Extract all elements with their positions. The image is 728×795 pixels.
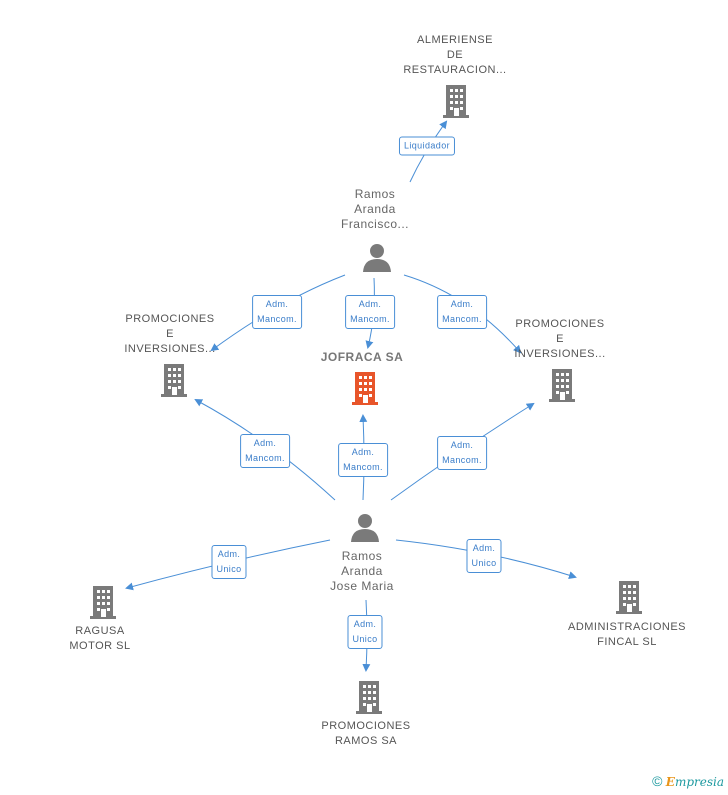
node-label-promo-right[interactable]: PROMOCIONES E INVERSIONES... (514, 318, 606, 360)
node-label-admin[interactable]: ADMINISTRACIONES FINCAL SL (567, 621, 686, 648)
edge-label-jose-center[interactable]: Adm. Mancom. (338, 443, 388, 477)
building-icon[interactable] (354, 680, 384, 714)
building-icon-focus[interactable] (350, 371, 380, 405)
node-label-promo-left[interactable]: PROMOCIONES E INVERSIONES... (124, 313, 216, 355)
edge-label-jose-left[interactable]: Adm. Mancom. (240, 434, 290, 468)
building-icon[interactable] (614, 580, 644, 614)
node-label-francisco[interactable]: Ramos Aranda Francisco... (340, 187, 409, 231)
building-icon[interactable] (88, 585, 118, 619)
edge-label-jose-ragusa[interactable]: Adm. Unico (211, 545, 247, 579)
person-icon[interactable] (350, 512, 380, 542)
edge-label-jose-ramos[interactable]: Adm. Unico (347, 615, 383, 649)
brand-logo-e: E (665, 775, 675, 789)
node-label-ragusa[interactable]: RAGUSA MOTOR SL (69, 625, 131, 652)
brand-footer: © Empresia (652, 773, 724, 789)
node-label-jofraca[interactable]: JOFRACA SA (320, 350, 404, 364)
node-label-jose[interactable]: Ramos Aranda Jose Maria (330, 549, 394, 593)
building-icon[interactable] (547, 368, 577, 402)
edge-label-francisco-center[interactable]: Adm. Mancom. (345, 295, 395, 329)
edge-label-jose-right[interactable]: Adm. Mancom. (437, 436, 487, 470)
edge-label-jose-admin[interactable]: Adm. Unico (466, 539, 502, 573)
building-icon[interactable] (159, 363, 189, 397)
node-label-almeriense[interactable]: ALMERIENSE DE RESTAURACION... (403, 34, 507, 76)
person-icon[interactable] (362, 242, 392, 272)
brand-logo-text: mpresia (674, 775, 724, 789)
edge-label-liquidador[interactable]: Liquidador (398, 136, 456, 156)
copyright-icon: © (652, 773, 663, 789)
edge-label-francisco-left[interactable]: Adm. Mancom. (252, 295, 302, 329)
building-icon[interactable] (443, 84, 469, 118)
node-label-promo-ramos[interactable]: PROMOCIONES RAMOS SA (321, 720, 411, 747)
edge-label-francisco-right[interactable]: Adm. Mancom. (437, 295, 487, 329)
